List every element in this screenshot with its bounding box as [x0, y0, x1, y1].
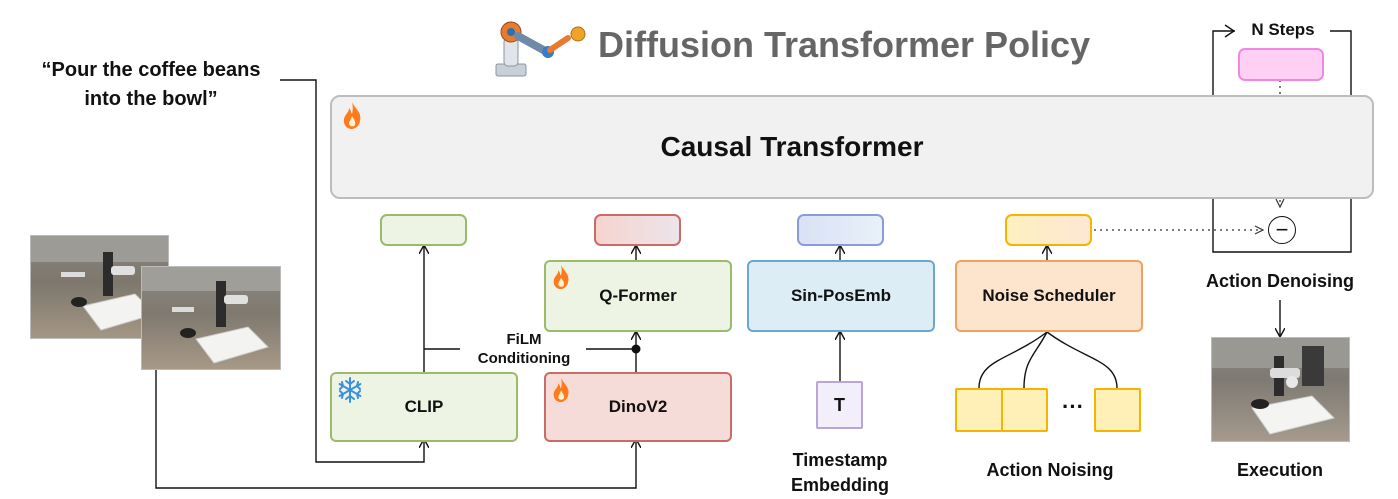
- timestamp-token-label: T: [834, 394, 845, 415]
- film-conditioning-label: FiLM Conditioning: [462, 330, 586, 368]
- noisy-action-token: [1001, 388, 1048, 432]
- qformer-label: Q-Former: [599, 286, 677, 305]
- subtract-node: −: [1268, 216, 1296, 244]
- film-line-1: FiLM: [506, 331, 542, 348]
- clip-block: CLIP: [330, 372, 518, 442]
- qformer-output-token: [594, 214, 681, 246]
- timestamp-token: T: [816, 381, 863, 429]
- film-line-2: Conditioning: [477, 350, 571, 367]
- dinov2-label: DinoV2: [608, 397, 668, 416]
- instruction-text: “Pour the coffee beans into the bowl”: [20, 56, 282, 114]
- timestamp-line-2: Embedding: [791, 475, 889, 495]
- action-denoising-label: Action Denoising: [1206, 271, 1354, 291]
- timestamp-line-1: Timestamp: [792, 450, 888, 470]
- n-steps-label: N Steps: [1251, 20, 1315, 39]
- qformer-block: Q-Former: [544, 260, 732, 332]
- sinpos-output-token: [797, 214, 884, 246]
- clip-label: CLIP: [404, 397, 444, 416]
- instruction-line-1: “Pour the coffee beans: [41, 59, 261, 81]
- timestamp-embedding-label: Timestamp Embedding: [770, 448, 910, 498]
- fire-icon: [550, 263, 572, 295]
- robot-arm-icon: [492, 14, 592, 80]
- ellipsis: ···: [1062, 394, 1084, 419]
- page-title: Diffusion Transformer Policy: [598, 24, 1091, 65]
- input-camera-image-2: [141, 266, 281, 370]
- sinpos-block: Sin-PosEmb: [747, 260, 935, 332]
- noise-scheduler-label: Noise Scheduler: [982, 286, 1116, 305]
- action-noising-label: Action Noising: [986, 460, 1114, 480]
- noise-scheduler-block: Noise Scheduler: [955, 260, 1143, 332]
- instruction-line-2: into the bowl”: [84, 88, 218, 110]
- execution-image: [1211, 337, 1350, 442]
- snowflake-icon: [336, 376, 364, 409]
- dinov2-block: DinoV2: [544, 372, 732, 442]
- noise-output-token: [1005, 214, 1092, 246]
- noisy-action-token: [1094, 388, 1141, 432]
- fire-icon: [550, 376, 572, 408]
- fire-icon: [340, 100, 364, 135]
- clip-output-token: [380, 214, 467, 246]
- causal-transformer-label: Causal Transformer: [660, 131, 924, 162]
- execution-label: Execution: [1236, 460, 1324, 480]
- noisy-action-token: [955, 388, 1003, 432]
- pink-action-token: [1238, 48, 1324, 81]
- minus-symbol: −: [1275, 217, 1289, 242]
- sinpos-label: Sin-PosEmb: [790, 286, 892, 305]
- causal-transformer-block: Causal Transformer: [330, 95, 1374, 199]
